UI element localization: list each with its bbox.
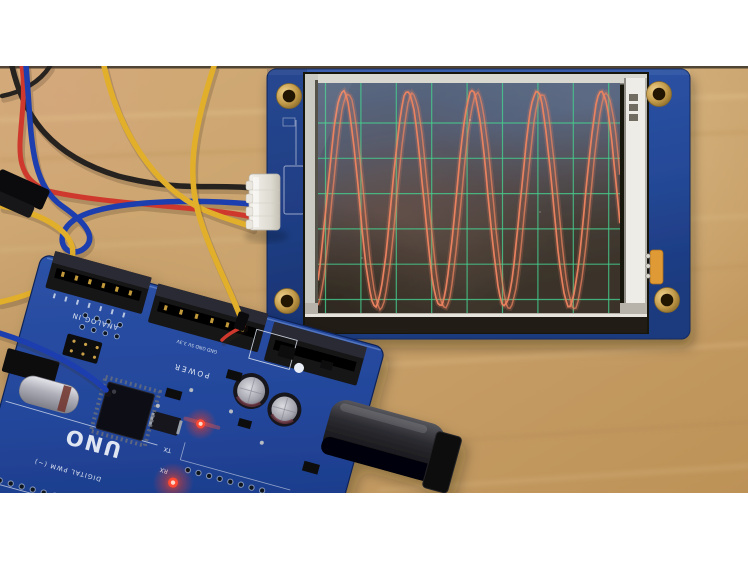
wire-blue (23, 66, 255, 255)
wire-yellow-long (190, 66, 246, 327)
wire-shadow (221, 327, 249, 347)
flex-connector (645, 249, 664, 285)
barrel-jack (321, 400, 462, 493)
touch-flex-marking (629, 94, 638, 121)
display-screen (318, 83, 620, 313)
silkscreen-line (179, 442, 291, 491)
arduino-uno-board: ANALOG IN GND GND 5V 3.3V POWER UNO DIGI… (0, 251, 462, 493)
wire-shadow (1, 67, 55, 103)
mounting-hole (274, 288, 300, 314)
solder-hole (90, 327, 97, 333)
letterbox-bottom (0, 493, 748, 561)
analog-header (45, 251, 152, 314)
mounting-holes (274, 81, 680, 314)
wire-blue-short (0, 330, 109, 393)
mounting-hole (646, 81, 672, 107)
solder-hole (94, 315, 100, 322)
pin-hole (18, 483, 25, 490)
pin-hole (195, 469, 202, 477)
axial-capacitor (18, 375, 79, 414)
solder-hole-grid (79, 312, 123, 340)
solder-hole (82, 312, 89, 319)
silkscreen-line (0, 479, 154, 493)
dupont-connector-housing (0, 169, 50, 218)
photo-top-edge (0, 66, 748, 69)
icsp-header (62, 333, 103, 364)
pin-hole (227, 478, 234, 485)
solder-hole (105, 318, 112, 325)
letterbox-top (0, 0, 748, 66)
solder-hole (117, 322, 123, 328)
waveform-traces (318, 86, 620, 313)
pin-hole (7, 480, 14, 487)
solder-hole (79, 324, 85, 330)
dupont-pin-tip (233, 311, 250, 331)
led-on (153, 462, 194, 493)
pin-number-marks (52, 293, 126, 318)
jst-connector (244, 173, 288, 243)
pin-hole (29, 486, 36, 493)
pin-hole (237, 481, 245, 488)
led-on (183, 407, 221, 440)
atmega-chip (88, 374, 163, 449)
silkscreen-dot (293, 362, 304, 373)
wire-yellow (101, 66, 255, 230)
electrolytic-capacitor (267, 392, 302, 427)
screen-glare (318, 83, 352, 162)
mounting-hole (654, 287, 680, 313)
pin-hole (216, 475, 223, 483)
pin-hole (0, 477, 3, 484)
solder-hole (113, 333, 120, 340)
mounting-hole (276, 83, 302, 109)
pin-hole (248, 484, 255, 491)
electrolytic-capacitor (233, 373, 270, 410)
solder-points (155, 388, 264, 445)
silkscreen-tx: TX (163, 445, 173, 454)
smd-transistor (277, 344, 297, 361)
solder-hole (102, 330, 109, 337)
tft-display-module (266, 68, 691, 340)
pin-hole (258, 487, 266, 493)
smd-parts (164, 359, 334, 475)
waveform-trace (318, 90, 620, 312)
pin-hole (40, 489, 47, 493)
pin-header-block (1, 348, 60, 385)
pin-hole (205, 472, 213, 480)
